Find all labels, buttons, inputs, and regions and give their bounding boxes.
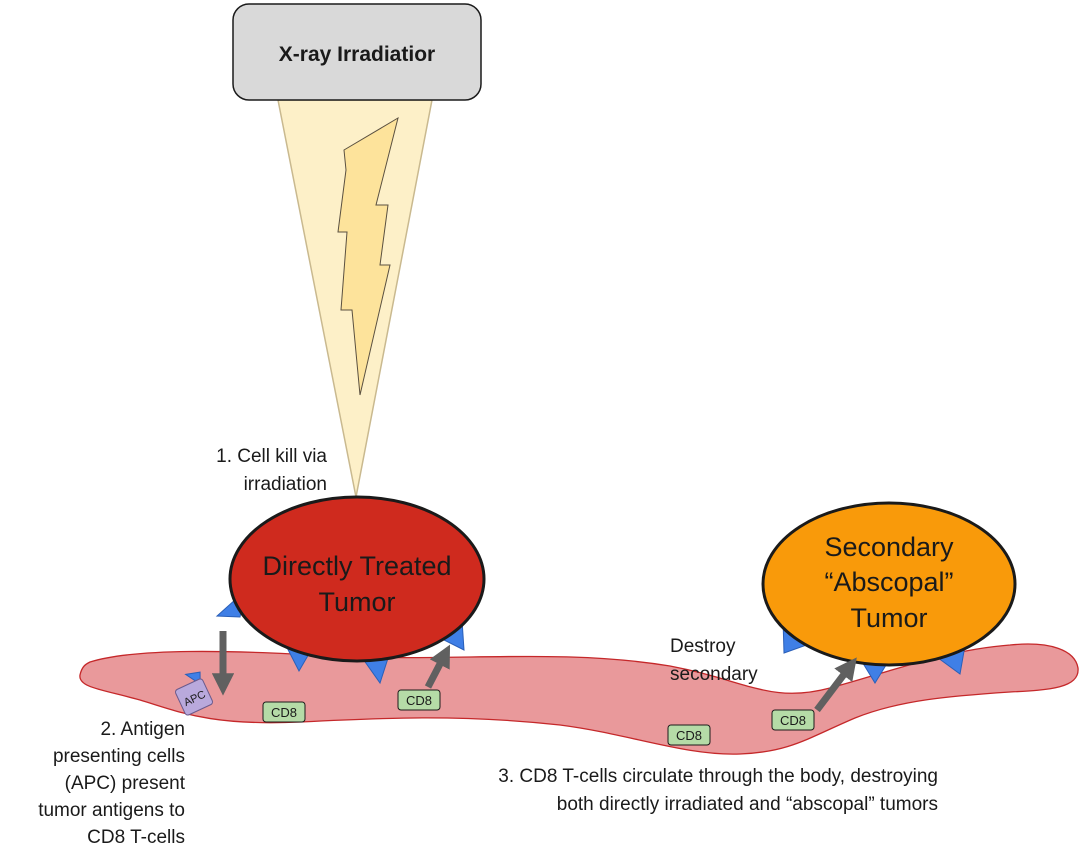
- lightning-bolt-icon: [337, 116, 399, 396]
- xray-source-box: X-ray Irradiatior: [232, 3, 482, 101]
- step1-line2: irradiation: [244, 474, 327, 495]
- destroy-line2: secondary: [670, 664, 758, 685]
- arrow-cd8-to-secondary-tumor: [814, 657, 857, 713]
- primary-tumor-label-line2: Tumor: [318, 587, 395, 617]
- step2-line2: presenting cells: [53, 746, 185, 767]
- secondary-tumor-label-line1: Secondary: [824, 532, 954, 562]
- cd8-label: CD8: [271, 705, 297, 720]
- cd8-cell: CD8: [771, 709, 815, 731]
- xray-source-label: X-ray Irradiatior: [279, 43, 435, 66]
- cd8-cell: CD8: [667, 724, 711, 746]
- cd8-cell: CD8: [397, 689, 441, 711]
- step2-line4: tumor antigens to: [38, 800, 185, 821]
- secondary-tumor-label-line3: Tumor: [850, 603, 927, 633]
- step1-line1: 1. Cell kill via: [216, 446, 327, 467]
- step3-line2: both directly irradiated and “abscopal” …: [557, 794, 938, 815]
- cd8-label: CD8: [676, 728, 702, 743]
- step2-line3: (APC) present: [65, 773, 186, 794]
- step3-caption: 3. CD8 T-cells circulate through the bod…: [498, 766, 938, 815]
- cd8-cell: CD8: [262, 701, 306, 723]
- step2-line1: 2. Antigen: [100, 719, 185, 740]
- arrow-cd8-to-primary-tumor: [424, 644, 451, 689]
- step2-line5: CD8 T-cells: [87, 827, 185, 848]
- apc-cell: APC: [174, 671, 214, 716]
- destroy-line1: Destroy: [670, 636, 736, 657]
- cd8-label: CD8: [406, 693, 432, 708]
- cd8-label: CD8: [780, 713, 806, 728]
- primary-tumor-label-line1: Directly Treated: [262, 551, 451, 581]
- destroy-secondary-caption: Destroy secondary: [670, 636, 758, 685]
- secondary-tumor-label-line2: “Abscopal”: [824, 567, 953, 597]
- step1-caption: 1. Cell kill via irradiation: [216, 446, 327, 495]
- secondary-tumor: Secondary “Abscopal” Tumor: [761, 501, 1017, 667]
- primary-tumor: Directly Treated Tumor: [228, 495, 486, 663]
- step2-caption: 2. Antigen presenting cells (APC) presen…: [38, 719, 186, 848]
- blood-vessel: [79, 643, 1079, 755]
- step3-line1: 3. CD8 T-cells circulate through the bod…: [498, 766, 938, 787]
